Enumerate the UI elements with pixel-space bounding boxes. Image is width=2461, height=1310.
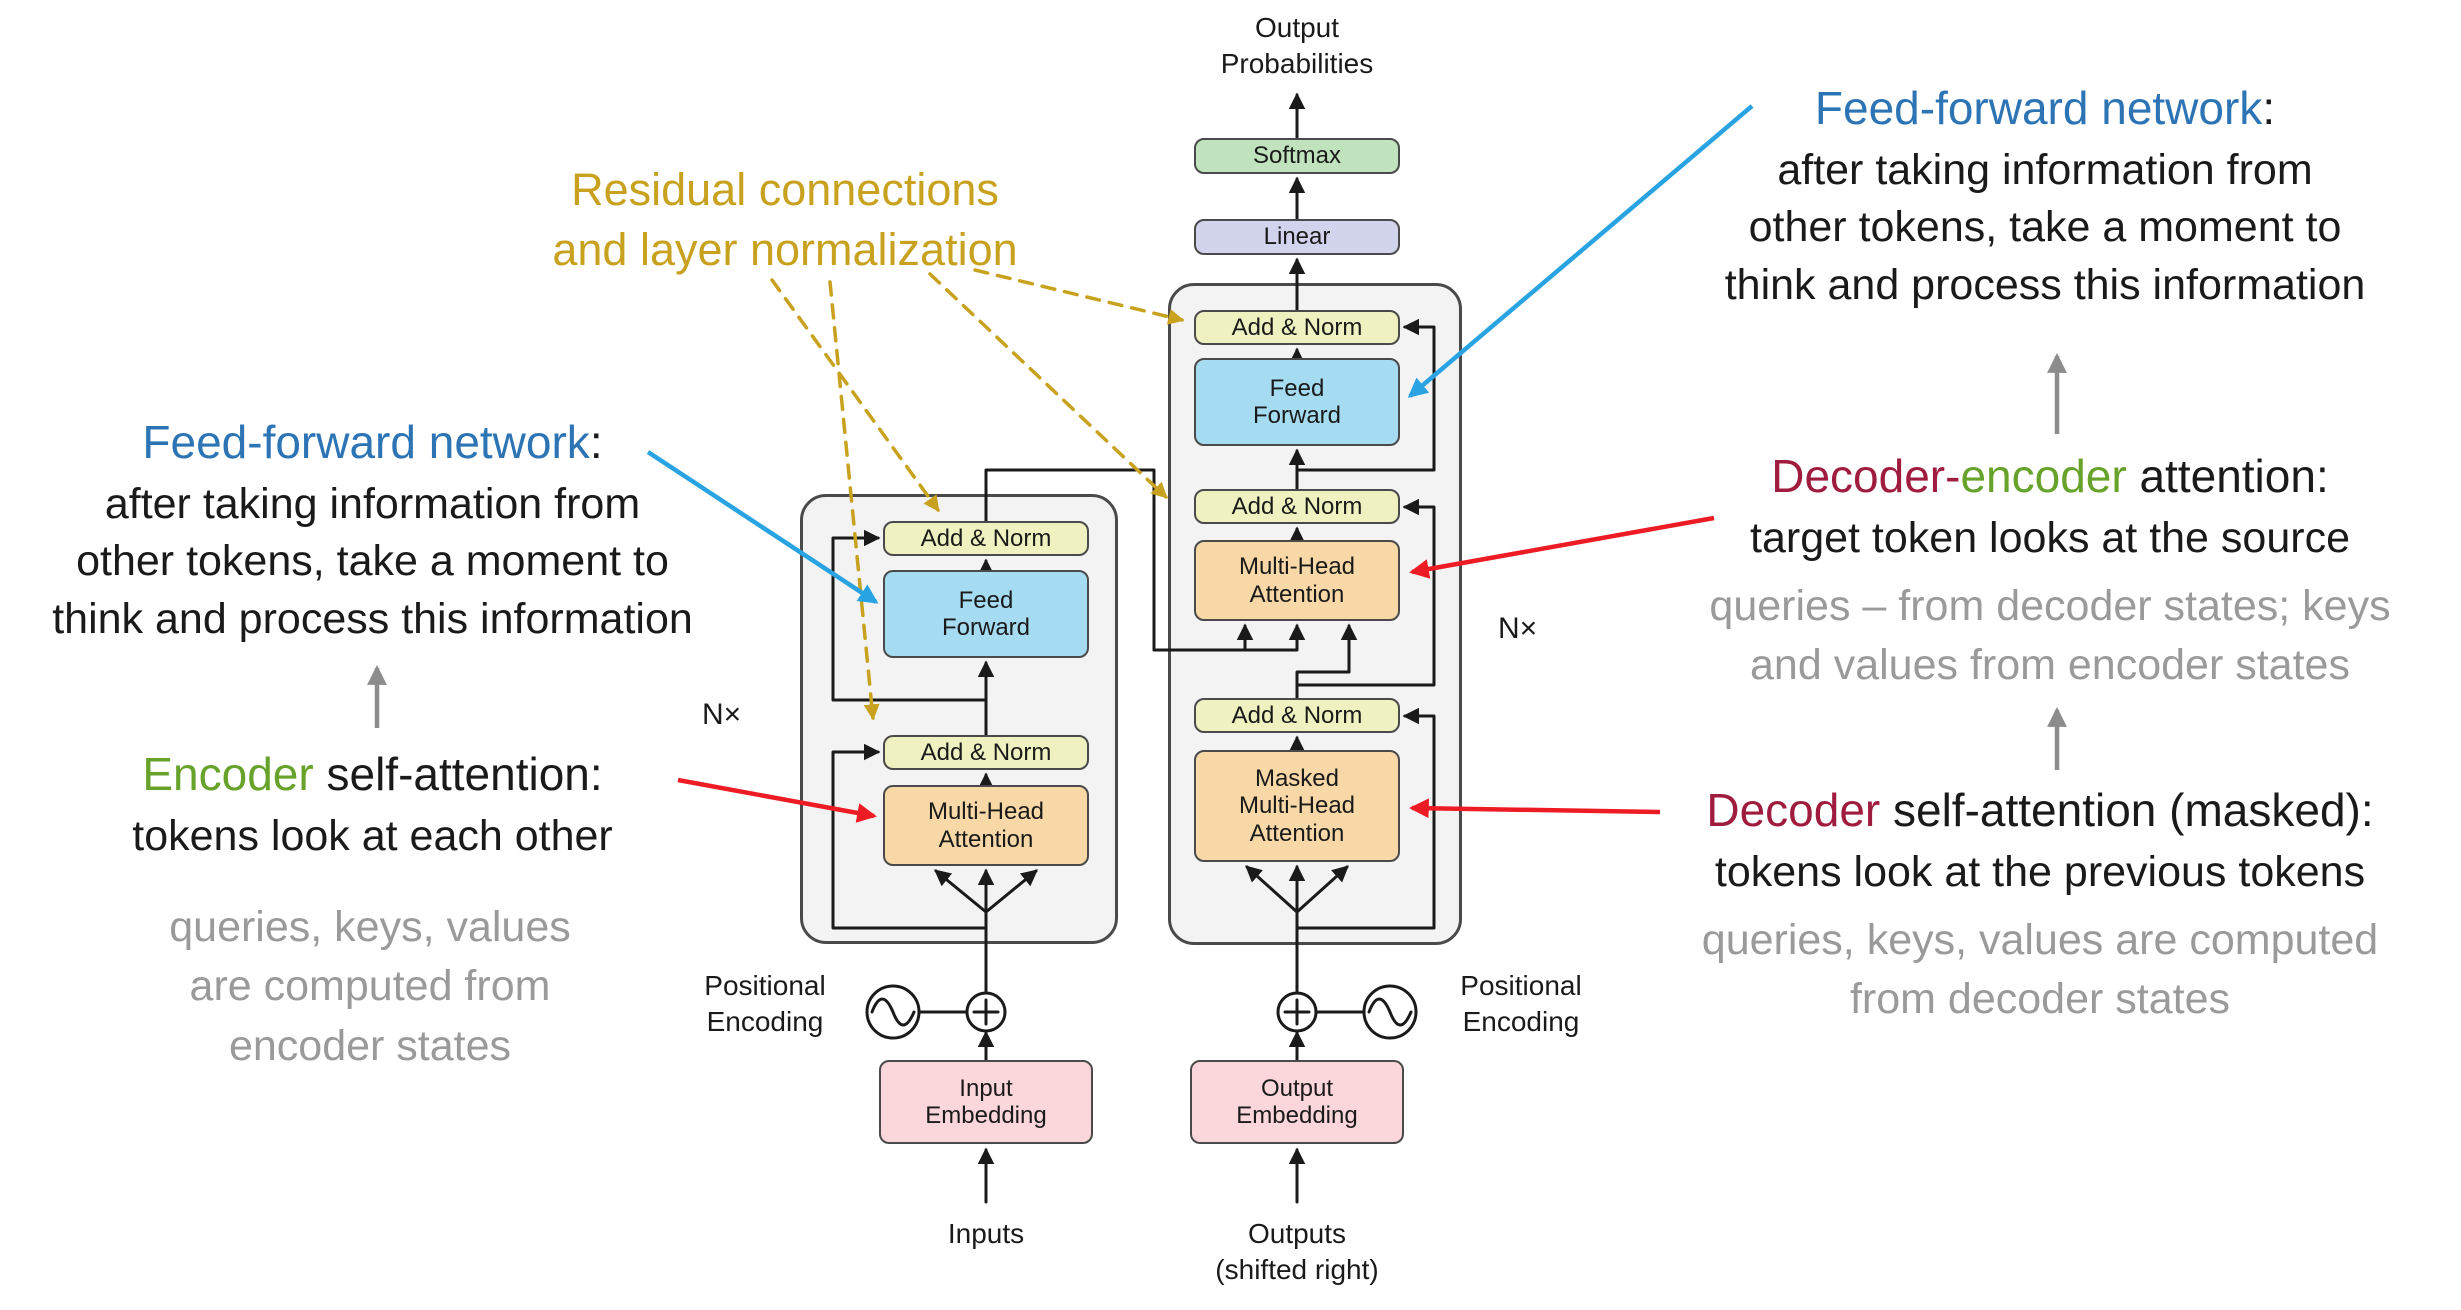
inputs-label: Inputs	[947, 1218, 1025, 1249]
encoder-word-2: encoder	[1960, 450, 2127, 502]
ff-right-heading: Feed-forward network:	[1650, 80, 2440, 138]
outputs-label: Outputs (shifted right)	[1215, 1218, 1379, 1286]
decoder-plus-cross-icon	[1283, 998, 1311, 1026]
decoder-self-rest: self-attention (masked):	[1880, 784, 2374, 836]
masked-attn-input-right-arrow	[1295, 865, 1349, 914]
output-probabilities-label: Output Probabilities	[1220, 12, 1374, 80]
decoder-encoder-hyphen: -	[1945, 450, 1961, 502]
masked-multi-head-attention: Masked Multi-Head Attention	[1194, 750, 1400, 862]
decoder-self-body: tokens look at the previous tokens	[1714, 847, 2366, 896]
input-embedding: Input Embedding	[879, 1060, 1093, 1144]
output-embedding: Output Embedding	[1190, 1060, 1404, 1144]
ff-right-body: after taking information from other toke…	[1724, 145, 2366, 309]
decoder-self-attention-arrow	[1409, 798, 1661, 819]
decoder-encoder-heading: Decoder-encoder attention:	[1640, 448, 2460, 506]
decoder-word: Decoder	[1771, 450, 1946, 502]
decoder-flow-lines	[1245, 92, 1436, 1204]
encoder-kv-arrow-1	[1152, 623, 1254, 652]
decoder-add-norm-bottom: Add & Norm	[1194, 698, 1400, 733]
encoder-self-attention-heading: Encoder self-attention:	[0, 746, 745, 804]
masked-attn-input-left-arrow	[1245, 865, 1299, 914]
residual-arrow-to-encoder-addnorm-bottom	[828, 280, 880, 721]
decoder-encoder-annotation: Decoder-encoder attention: target token …	[1640, 448, 2460, 696]
decoder-residual-skip-2	[1295, 498, 1436, 687]
residual-arrow-to-decoder-addnorm-top	[973, 268, 1185, 325]
ff-left-heading-colon: :	[589, 416, 603, 468]
decoder-multi-head-attention: Multi-Head Attention	[1194, 540, 1400, 621]
decoder-encoder-rest: attention:	[2126, 450, 2329, 502]
positional-encoding-label-encoder: Positional Encoding	[704, 970, 826, 1038]
decoder-encoder-attention-arrow	[1409, 515, 1715, 579]
encoder-stack-container	[800, 494, 1118, 944]
ff-right-annotation-arrow	[1407, 104, 1754, 398]
encoder-to-decoder-line	[984, 468, 1156, 652]
decoder-self-heading: Decoder self-attention (masked):	[1620, 782, 2460, 840]
n-times-label-decoder: N×	[1498, 612, 1538, 645]
decoder-feed-forward: Feed Forward	[1194, 358, 1400, 446]
residual-annotation-text: Residual connections and layer normaliza…	[552, 164, 1018, 275]
decoder-residual-skip-3	[1295, 318, 1436, 472]
ff-left-heading: Feed-forward network:	[0, 414, 745, 472]
ff-right-heading-colon: :	[2262, 82, 2276, 134]
encoder-kv-arrow-2	[1243, 623, 1306, 652]
residual-annotation-arrows	[770, 268, 1185, 721]
ff-left-annotation-arrow	[646, 450, 879, 604]
encoder-multi-head-attention: Multi-Head Attention	[883, 785, 1089, 866]
decoder-self-annotation: Decoder self-attention (masked): tokens …	[1620, 782, 2460, 1030]
encoder-attn-input-left-arrow	[934, 869, 988, 914]
encoder-attn-input-right-arrow	[984, 869, 1038, 914]
encoder-self-attention-annotation: Encoder self-attention: tokens look at e…	[0, 746, 745, 865]
positional-encoding-label-decoder: Positional Encoding	[1460, 970, 1582, 1038]
decoder-residual-skip-1	[1295, 707, 1436, 930]
softmax: Softmax	[1194, 138, 1400, 174]
residual-arrow-to-encoder-addnorm-top	[770, 278, 940, 512]
encoder-self-attention-rest: self-attention:	[313, 748, 603, 800]
ff-right-heading-text: Feed-forward network	[1814, 82, 2263, 134]
decoder-sine-wave-icon	[1367, 997, 1413, 1027]
encoder-word: Encoder	[142, 748, 314, 800]
encoder-sine-wave-icon	[870, 997, 916, 1027]
decoder-encoder-body: target token looks at the source	[1750, 513, 2350, 562]
encoder-add-norm-bottom: Add & Norm	[883, 735, 1089, 770]
encoder-self-attention-body: tokens look at each other	[132, 811, 613, 860]
encoder-self-attention-arrow	[677, 777, 877, 823]
ff-left-annotation: Feed-forward network: after taking infor…	[0, 414, 745, 648]
encoder-self-attention-note: queries, keys, values are computed from …	[169, 903, 571, 1070]
encoder-add-norm-top: Add & Norm	[883, 521, 1089, 556]
decoder-add-norm-top: Add & Norm	[1194, 310, 1400, 345]
residual-arrow-to-decoder-addnorm-mid	[928, 272, 1168, 499]
decoder-self-note: queries, keys, values are computed from …	[1701, 916, 2379, 1024]
positional-encoding-symbols	[865, 984, 1418, 1040]
n-times-label-encoder: N×	[702, 698, 742, 731]
ff-left-heading-text: Feed-forward network	[142, 416, 590, 468]
ff-left-body: after taking information from other toke…	[52, 479, 693, 643]
decoder-add-norm-mid: Add & Norm	[1194, 489, 1400, 524]
encoder-residual-skip-1	[831, 743, 988, 930]
encoder-feed-forward: Feed Forward	[883, 570, 1089, 658]
decoder-word-2: Decoder	[1706, 784, 1881, 836]
decoder-encoder-note: queries – from decoder states; keys and …	[1709, 582, 2391, 690]
encoder-plus-cross-icon	[972, 998, 1000, 1026]
linear: Linear	[1194, 219, 1400, 255]
encoder-flow-lines	[831, 468, 1306, 1204]
ff-right-annotation: Feed-forward network: after taking infor…	[1650, 80, 2440, 314]
decoder-query-arrow	[1295, 623, 1358, 700]
